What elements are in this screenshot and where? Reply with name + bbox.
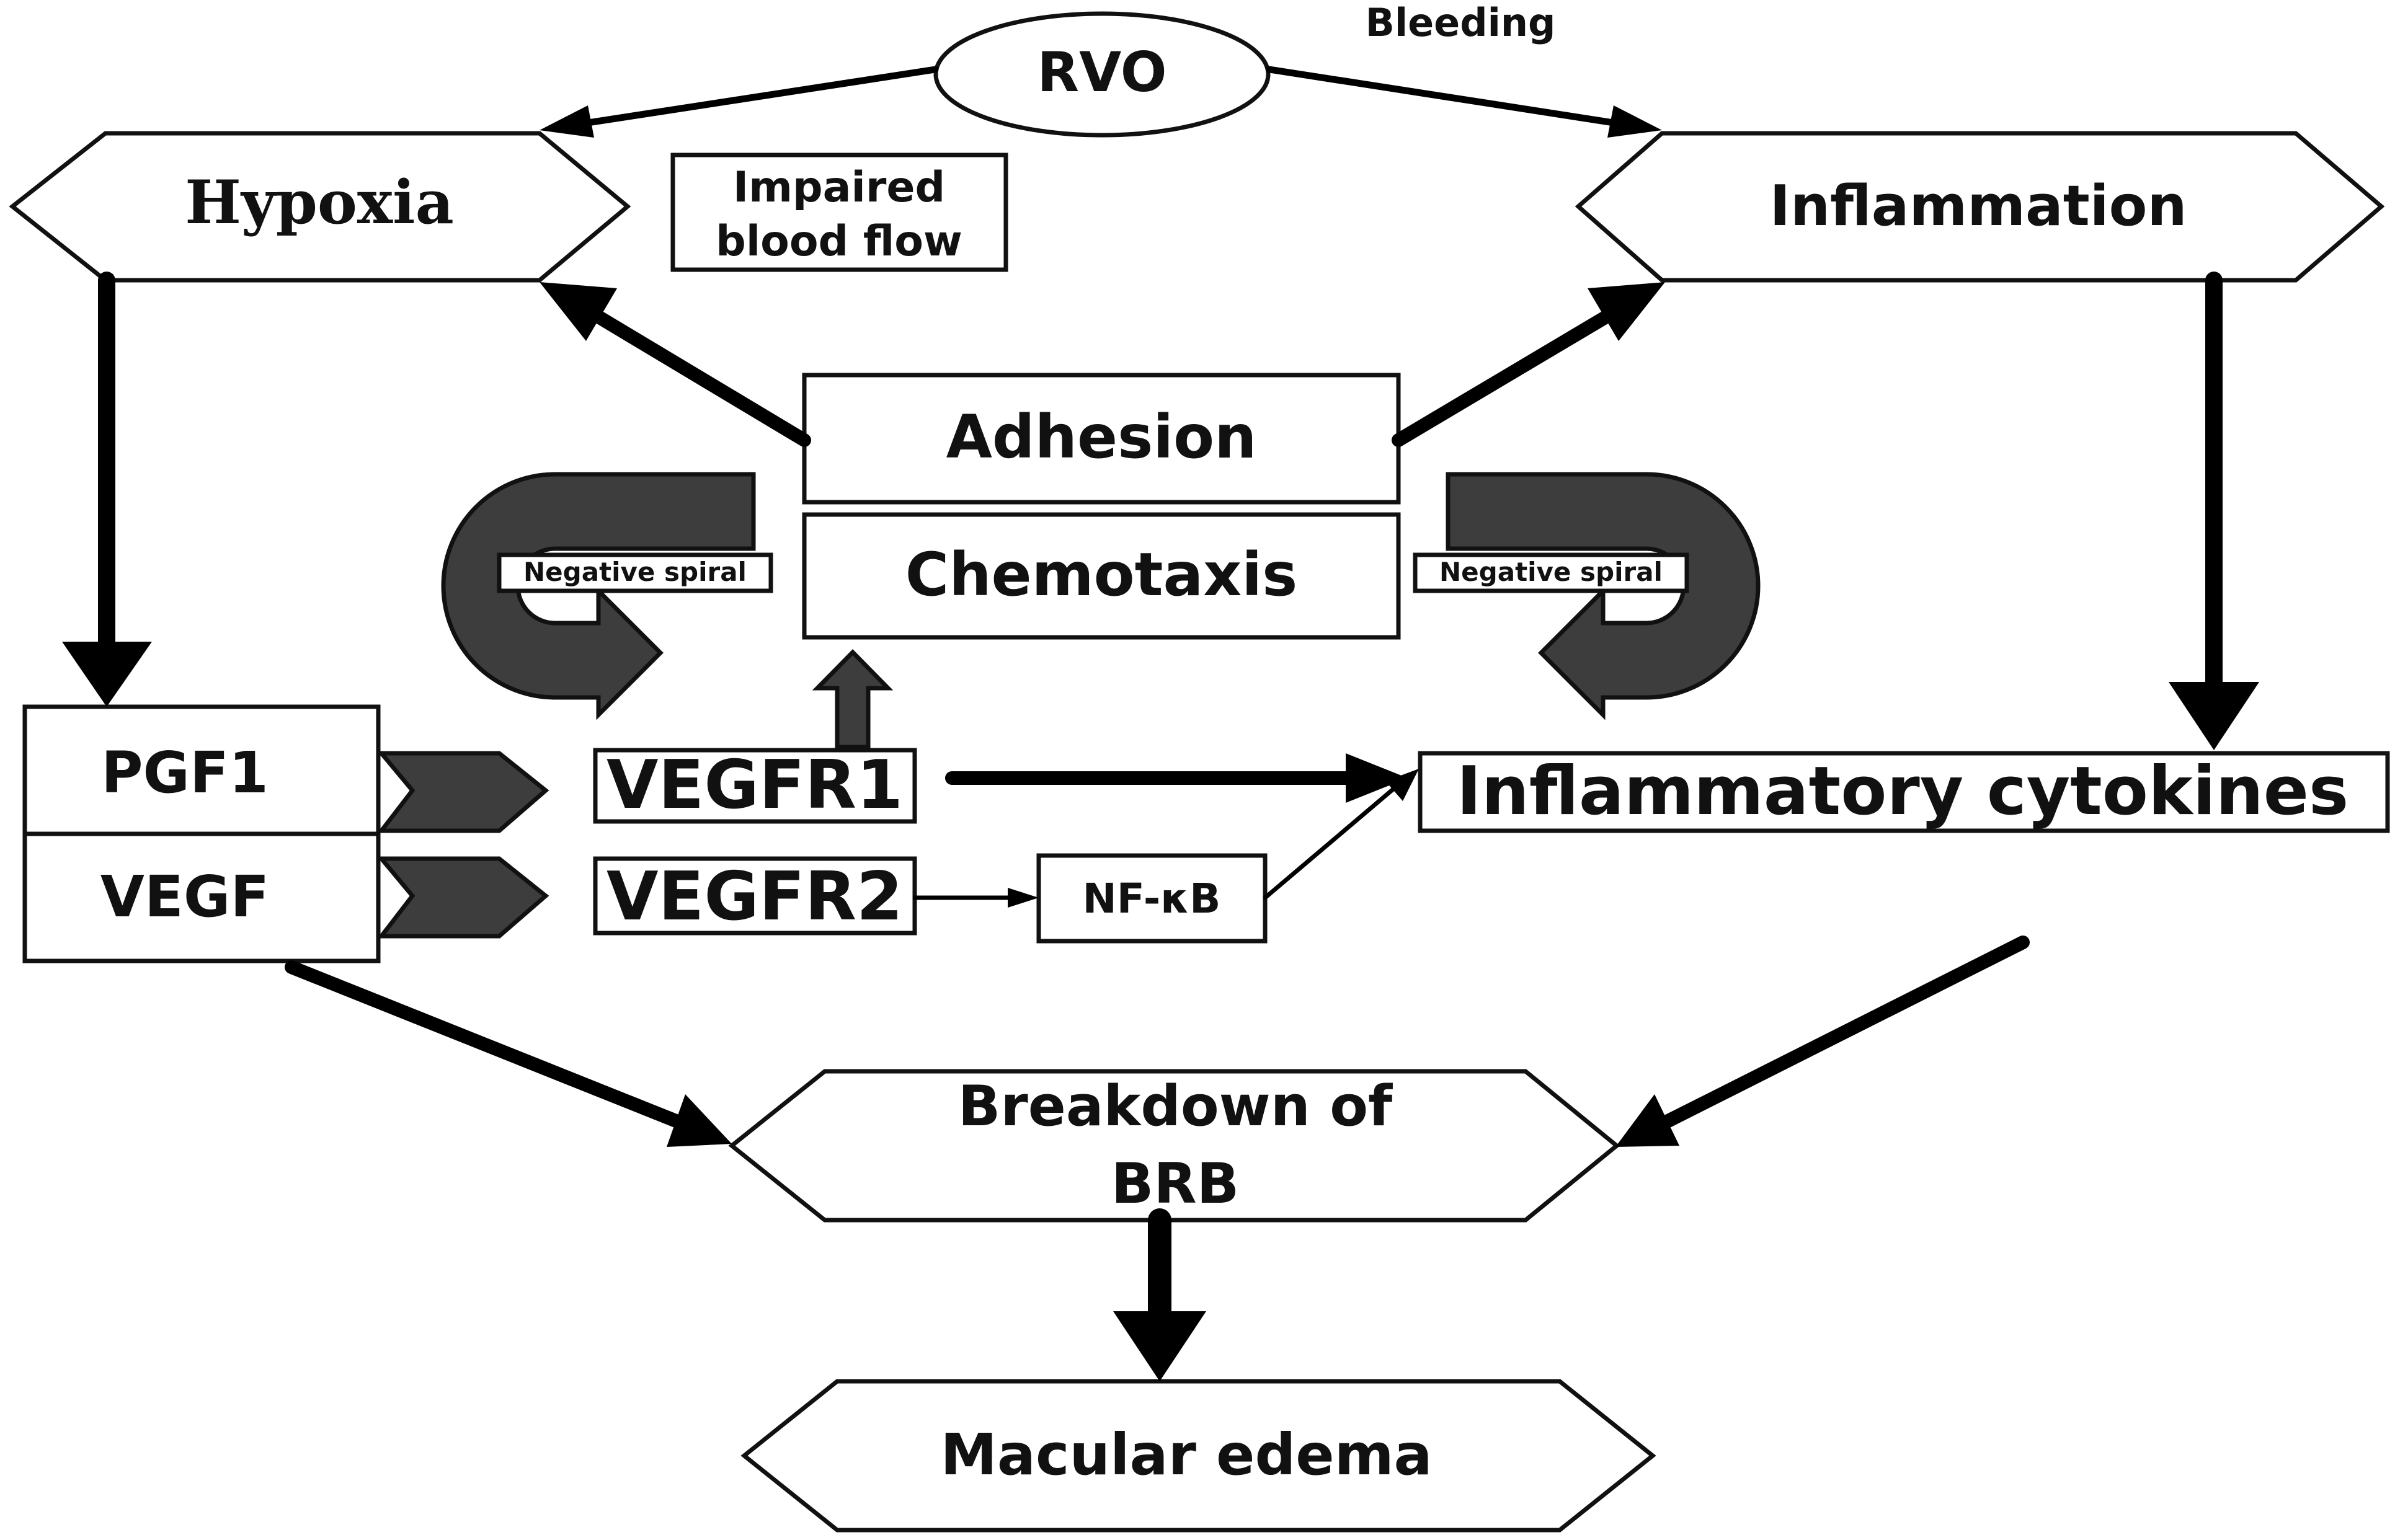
- arrow-vegf-to-brb: [285, 960, 683, 1128]
- arrow-vegfr1-to-cytokines-head: [1346, 753, 1408, 803]
- nfkb-label: NF-κB: [1083, 875, 1221, 923]
- arrow-adhesion-to-hypoxia: [585, 306, 811, 447]
- arrow-adhesion-to-hypoxia-head: [540, 282, 617, 341]
- arrow-cytokines-to-brb-head: [1615, 1094, 1679, 1147]
- pgf1-label: PGF1: [101, 740, 269, 806]
- vegfr1-label: VEGFR1: [607, 746, 903, 824]
- chemotaxis-box: [802, 512, 1401, 640]
- vegfr1-to-chemotaxis-arrow: [812, 649, 894, 750]
- negative-spiral-right-label: Negative spiral: [1439, 557, 1663, 587]
- inflammation-label: Inflammation: [1769, 174, 2187, 239]
- arrow-rvo-to-inflammation: [1266, 66, 1625, 128]
- negative-spiral-left-label: Negative spiral: [523, 557, 747, 587]
- bleeding-label: Bleeding: [1366, 0, 1556, 45]
- vegfr2-label: VEGFR2: [607, 858, 903, 936]
- inflammatory-cytokines-box: [1418, 751, 2390, 833]
- arrow-brb-to-macular-edema-head: [1113, 1311, 1206, 1381]
- hypoxia-label: Hypoxia: [185, 167, 454, 237]
- adhesion-box: [802, 373, 1401, 505]
- macular-edema-node: [740, 1379, 1656, 1533]
- vegfr1-box: [593, 748, 917, 824]
- arrow-inflammation-to-cytokines-head: [2169, 682, 2259, 750]
- arrow-adhesion-to-inflammation-head: [1588, 282, 1665, 341]
- arrow-nfkb-to-cytokines: [1263, 785, 1398, 900]
- adhesion-right-origin-dot: [1392, 434, 1405, 446]
- vegf-chevron-arrow: [376, 856, 549, 939]
- inflammation-node: [1575, 131, 2385, 283]
- inflammatory-cytokines-label: Inflammatory cytokines: [1457, 753, 2349, 830]
- rvo-node: [933, 11, 1271, 138]
- adhesion-left-origin-dot: [798, 434, 811, 446]
- negative-spiral-left-label-box: [497, 552, 773, 593]
- pgf1-chevron-arrow: [376, 751, 549, 833]
- arrow-vegf-to-brb-head: [667, 1094, 732, 1147]
- negative-spiral-left-arrow: [441, 472, 756, 720]
- arrow-rvo-to-inflammation-head: [1607, 105, 1662, 138]
- adhesion-label: Adhesion: [946, 402, 1257, 472]
- impaired-label: Impaired: [733, 163, 945, 212]
- macular-edema-label: Macular edema: [940, 1422, 1432, 1488]
- rvo-label: RVO: [1037, 40, 1166, 104]
- arrow-adhesion-to-inflammation: [1392, 306, 1619, 447]
- pgf1-box: [22, 704, 381, 836]
- negative-spiral-right-arrow: [1446, 472, 1761, 720]
- arrow-hypoxia-to-pgf1-head: [62, 642, 152, 707]
- brb-label: BRB: [1111, 1151, 1240, 1216]
- blood-flow-label: blood flow: [716, 217, 962, 266]
- chemotaxis-label: Chemotaxis: [905, 540, 1298, 609]
- arrow-rvo-to-hypoxia-head: [540, 105, 594, 138]
- arrow-nfkb-to-cytokines-head: [1385, 769, 1419, 801]
- impaired-blood-flow-box: [670, 153, 1008, 272]
- vegf-box: [22, 831, 381, 963]
- arrow-cytokines-to-brb: [1661, 936, 2030, 1128]
- arrow-vegfr2-to-nfkb-head: [1008, 888, 1039, 908]
- negative-spiral-right-label-box: [1413, 552, 1689, 593]
- vegf-label: VEGF: [100, 864, 269, 930]
- breakdown-label: Breakdown of: [958, 1074, 1393, 1139]
- arrow-rvo-to-hypoxia: [576, 66, 939, 128]
